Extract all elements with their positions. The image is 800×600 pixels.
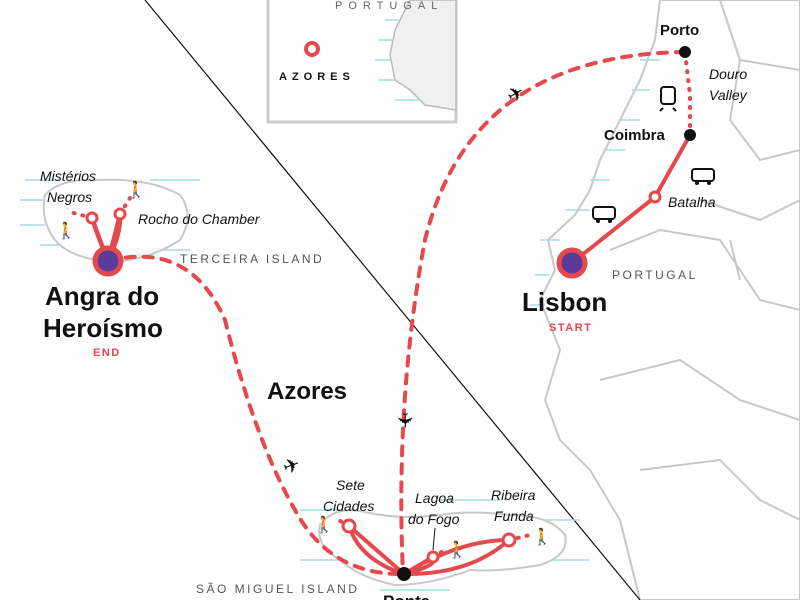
route-sao-miguel (347, 524, 511, 577)
ribeira-label-1: Ribeira (491, 487, 536, 503)
coimbra-label: Coimbra (604, 127, 666, 144)
bus-icon (592, 206, 616, 223)
mainland-portugal (530, 0, 800, 600)
airplane-icon: ✈ (280, 453, 303, 479)
map-divider (144, 0, 641, 600)
lisbon-label: Lisbon (522, 287, 607, 317)
douro-label-2: Valley (709, 87, 748, 103)
hiker-icon: 🚶 (532, 527, 552, 546)
porto-label: Porto (660, 22, 699, 39)
ribeira-label-2: Funda (494, 508, 534, 524)
sea-lines (530, 59, 660, 306)
airplane-icon: ✈ (393, 412, 415, 429)
misterios-marker[interactable] (85, 211, 99, 225)
misterios-label-2: Negros (47, 189, 92, 205)
train-icon (659, 86, 677, 112)
sao-miguel-island-label: SÃO MIGUEL ISLAND (196, 582, 359, 596)
azores-region-label: Azores (267, 378, 347, 405)
lagoa-marker[interactable] (426, 550, 440, 564)
angra-label-2: Heroísmo (43, 313, 163, 343)
terceira-island-label: TERCEIRA ISLAND (180, 252, 324, 266)
end-label: END (93, 347, 121, 359)
douro-label-1: Douro (709, 66, 747, 82)
hiker-icon: 🚶 (314, 515, 334, 534)
hike-terceira (68, 196, 132, 220)
angra-label-1: Angra do (45, 281, 159, 311)
batalha-label: Batalha (668, 194, 716, 210)
rocho-label: Rocho do Chamber (138, 211, 261, 227)
lagoa-leader-line (432, 527, 436, 551)
inset-country-label: PORTUGAL (335, 0, 443, 12)
hiker-icon: 🚶 (126, 180, 146, 199)
coimbra-marker[interactable] (684, 129, 696, 141)
ponta-label: Ponta (383, 592, 431, 600)
flight-route-porto-ponta (399, 50, 687, 576)
route-terceira (90, 212, 123, 263)
lagoa-label-2: do Fogo (408, 511, 460, 527)
angra-marker[interactable] (92, 245, 124, 277)
misterios-label-1: Mistérios (40, 168, 96, 184)
start-label: START (549, 322, 592, 334)
batalha-marker[interactable] (648, 190, 662, 204)
lagoa-label-1: Lagoa (415, 490, 454, 506)
lisbon-marker[interactable] (556, 247, 588, 279)
porto-marker[interactable] (679, 46, 691, 58)
sete-cidades-marker[interactable] (341, 518, 357, 534)
hiker-icon: 🚶 (447, 540, 467, 559)
inset-map: PORTUGAL AZORES (266, 0, 458, 124)
portugal-label: PORTUGAL (612, 268, 698, 282)
sete-label-1: Sete (336, 477, 365, 493)
sao-miguel-island (300, 499, 590, 591)
rocho-marker[interactable] (113, 207, 127, 221)
ponta-marker[interactable] (397, 567, 411, 581)
terceira-island (20, 178, 200, 264)
hiker-icon: 🚶 (56, 221, 76, 240)
sete-label-2: Cidades (323, 498, 374, 514)
bus-icon (691, 168, 715, 185)
flight-route-ponta-angra (106, 254, 405, 577)
inset-azores-label: AZORES (279, 71, 355, 83)
ribeira-marker[interactable] (501, 532, 517, 548)
inset-azores-marker (304, 41, 320, 57)
